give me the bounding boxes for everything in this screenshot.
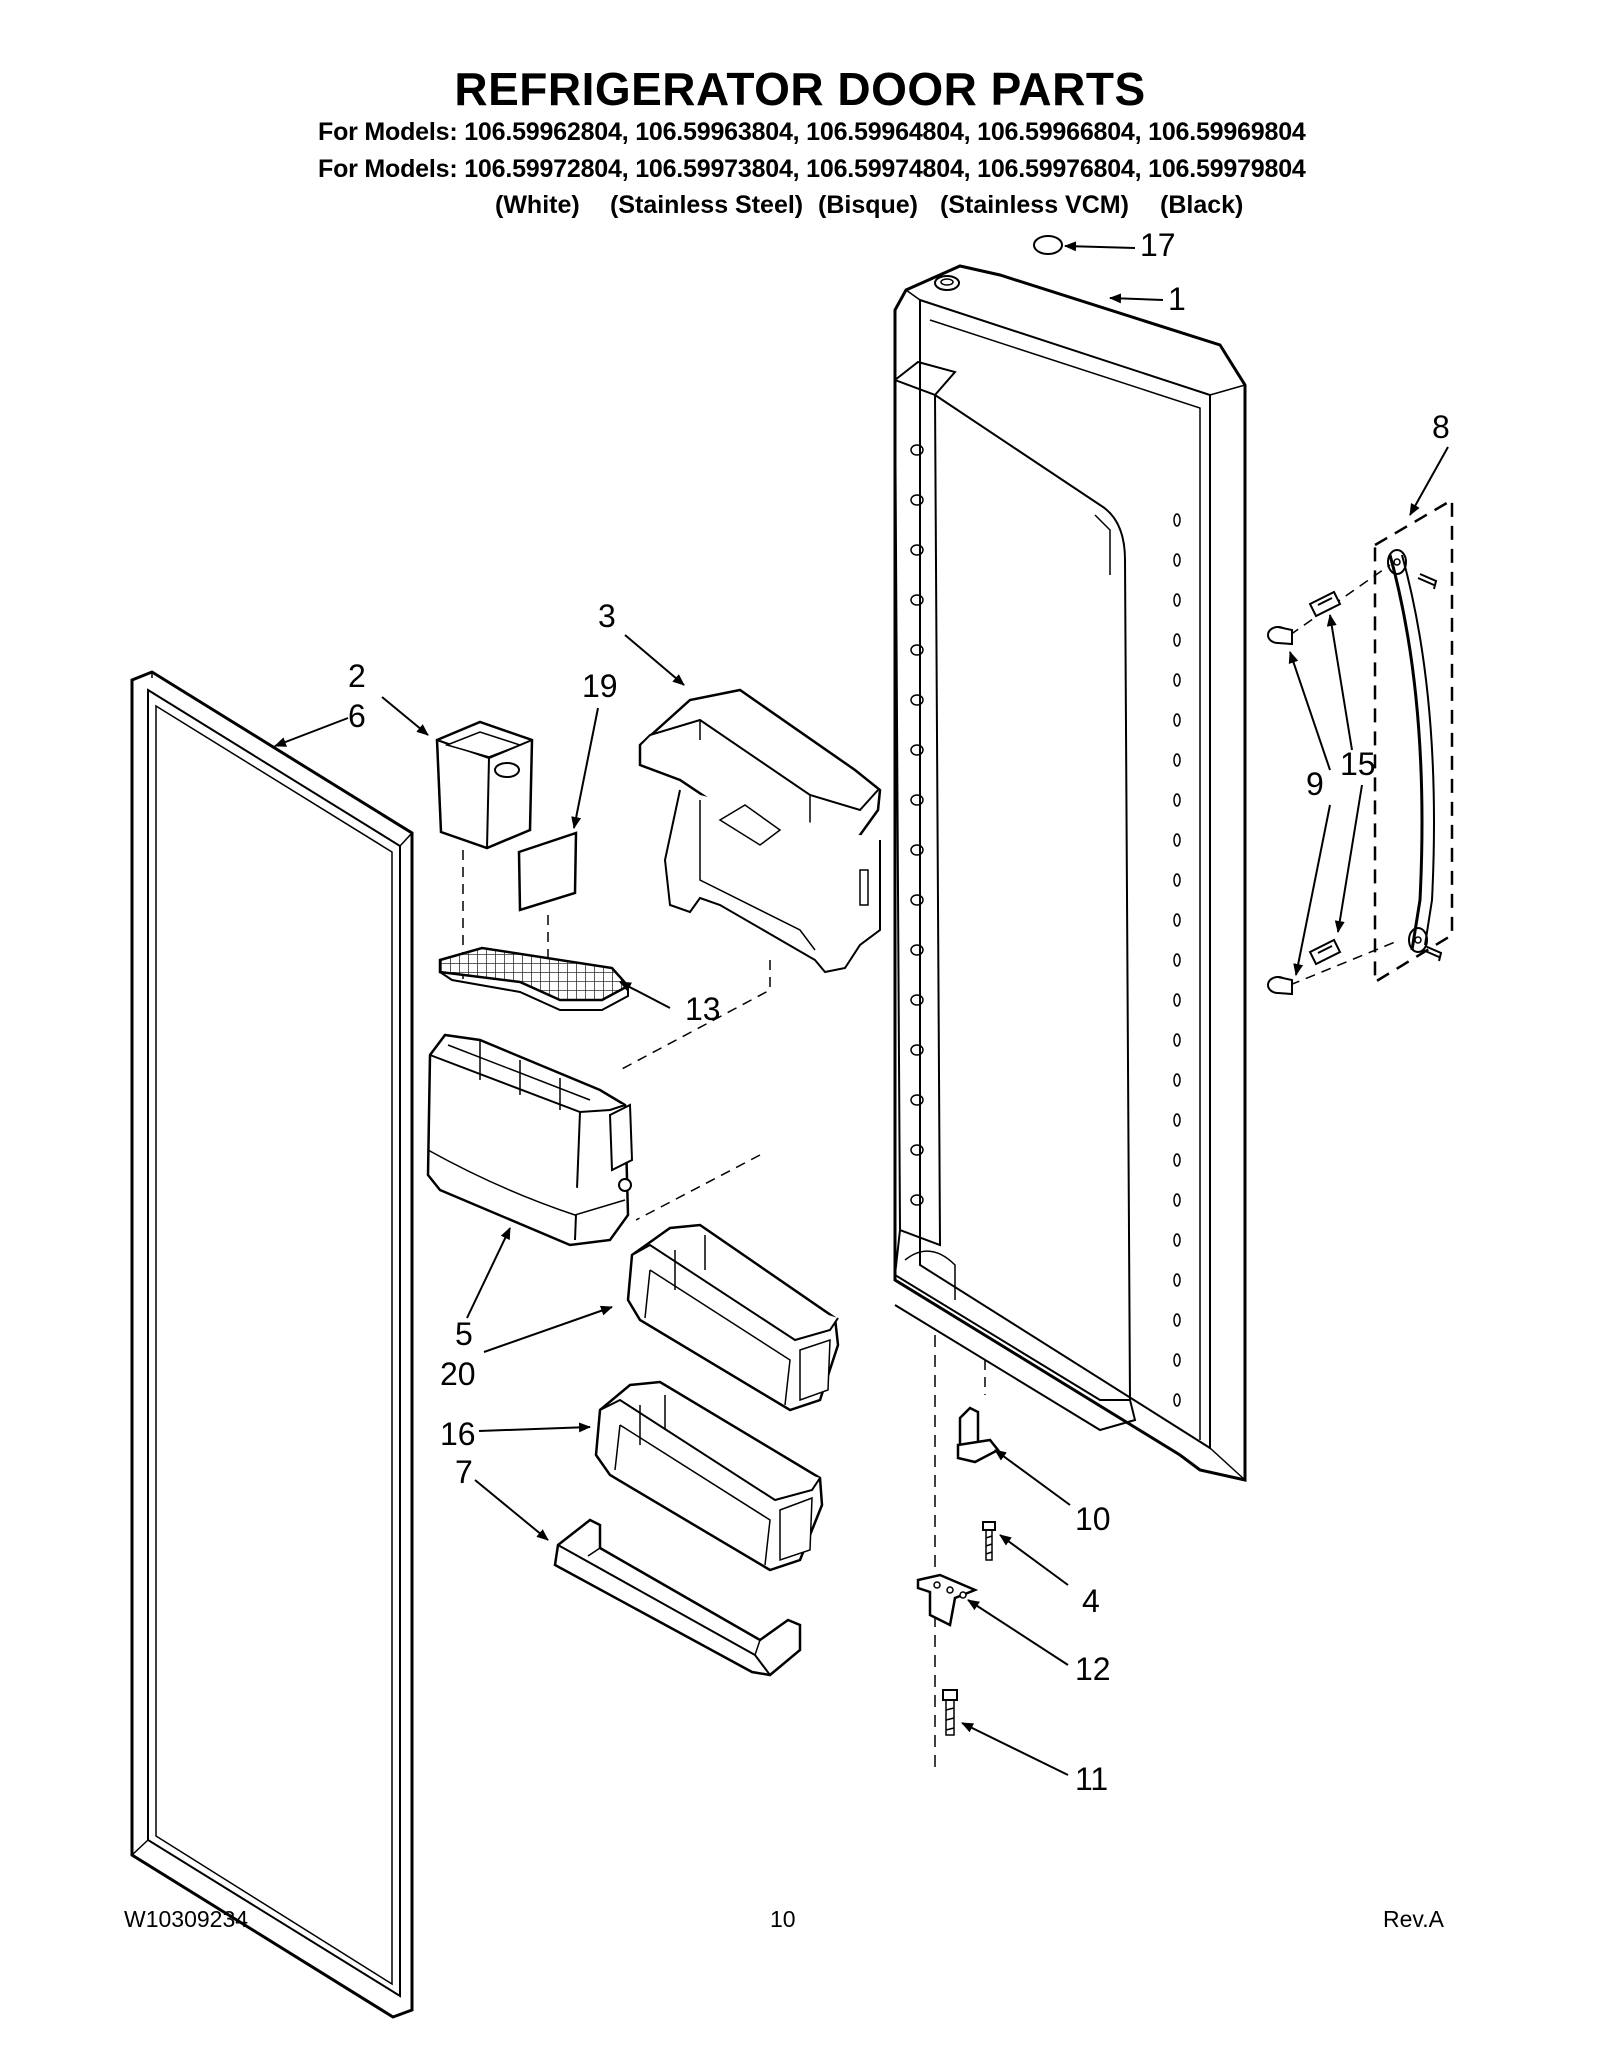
arrow-12 [967,1599,1069,1666]
leader-arrows [274,241,1449,1776]
callout-12: 12 [1075,1651,1111,1687]
finish-stainless-steel: (Stainless Steel) [610,191,804,219]
door-liner [893,264,1247,1482]
callout-1: 1 [1168,281,1186,317]
finish-legend: (White) (Stainless Steel) (Bisque) (Stai… [0,191,1600,223]
models-line-2: For Models: 106.59972804, 106.59973804, … [318,155,1306,183]
arrow-20 [483,1305,613,1353]
door-rail-bumps [910,444,1181,1407]
page-number: 10 [770,1906,796,1932]
arrow-13 [619,981,671,1009]
callout-11: 11 [1075,1761,1108,1797]
door-gasket [130,670,414,2019]
callout-7: 7 [455,1454,473,1490]
arrow-3 [624,634,685,686]
bar-shelf [553,1518,802,1677]
grille-part [438,946,630,1011]
arrow-10 [994,1449,1071,1506]
arrow-7 [474,1479,549,1541]
arrow-1 [1109,293,1164,304]
housing-alignment-line [619,960,771,1071]
door-bin-lower [594,1380,824,1572]
arrow-5 [466,1227,511,1319]
finish-stainless-vcm: (Stainless VCM) [940,191,1129,219]
callout-4: 4 [1082,1583,1100,1619]
callout-numbers: 17 1 8 3 2 6 19 9 15 13 5 20 16 7 10 4 1… [348,227,1450,1797]
arrow-19 [571,707,599,829]
utility-cup [435,720,534,850]
callout-2: 2 [348,658,366,694]
arrow-6 [274,717,349,747]
document-number: W10309234 [124,1906,249,1932]
revision-label: Rev.A [1383,1906,1444,1932]
hinge-hardware [916,1335,1000,1770]
arrow-2 [381,696,429,736]
callout-3: 3 [598,598,616,634]
arrow-15b [1334,784,1363,933]
dispenser-housing [638,688,882,974]
callout-5: 5 [455,1316,473,1352]
arrow-16 [478,1422,591,1433]
callout-13: 13 [685,991,721,1027]
callout-9: 9 [1306,766,1324,802]
callout-20: 20 [440,1356,476,1392]
plug-part [1033,235,1063,255]
dispenser-bin [426,1033,634,1247]
bin-alignment-line [635,1154,761,1221]
models-line-1: For Models: 106.59962804, 106.59963804, … [318,118,1306,146]
finish-black: (Black) [1160,191,1244,219]
handle-assembly [1289,497,1454,986]
arrow-17 [1064,241,1136,252]
callout-8: 8 [1432,409,1450,445]
arrow-11 [961,1722,1069,1776]
callout-10: 10 [1075,1501,1111,1537]
arrow-9a [1288,651,1331,771]
callout-6: 6 [348,698,366,734]
arrow-8 [1409,446,1449,516]
finish-white: (White) [495,191,580,219]
handle-screws-and-grommets [1267,590,1342,996]
arrow-15a [1326,614,1353,751]
callout-19: 19 [582,668,618,704]
door-bin-upper [626,1223,840,1412]
cover-part [517,831,578,912]
callout-17: 17 [1140,227,1176,263]
arrow-4 [999,1534,1069,1586]
finish-bisque: (Bisque) [818,191,918,219]
callout-15: 15 [1340,746,1376,782]
page-title: REFRIGERATOR DOOR PARTS [454,63,1146,115]
callout-16: 16 [440,1416,476,1452]
arrow-9b [1293,804,1331,976]
